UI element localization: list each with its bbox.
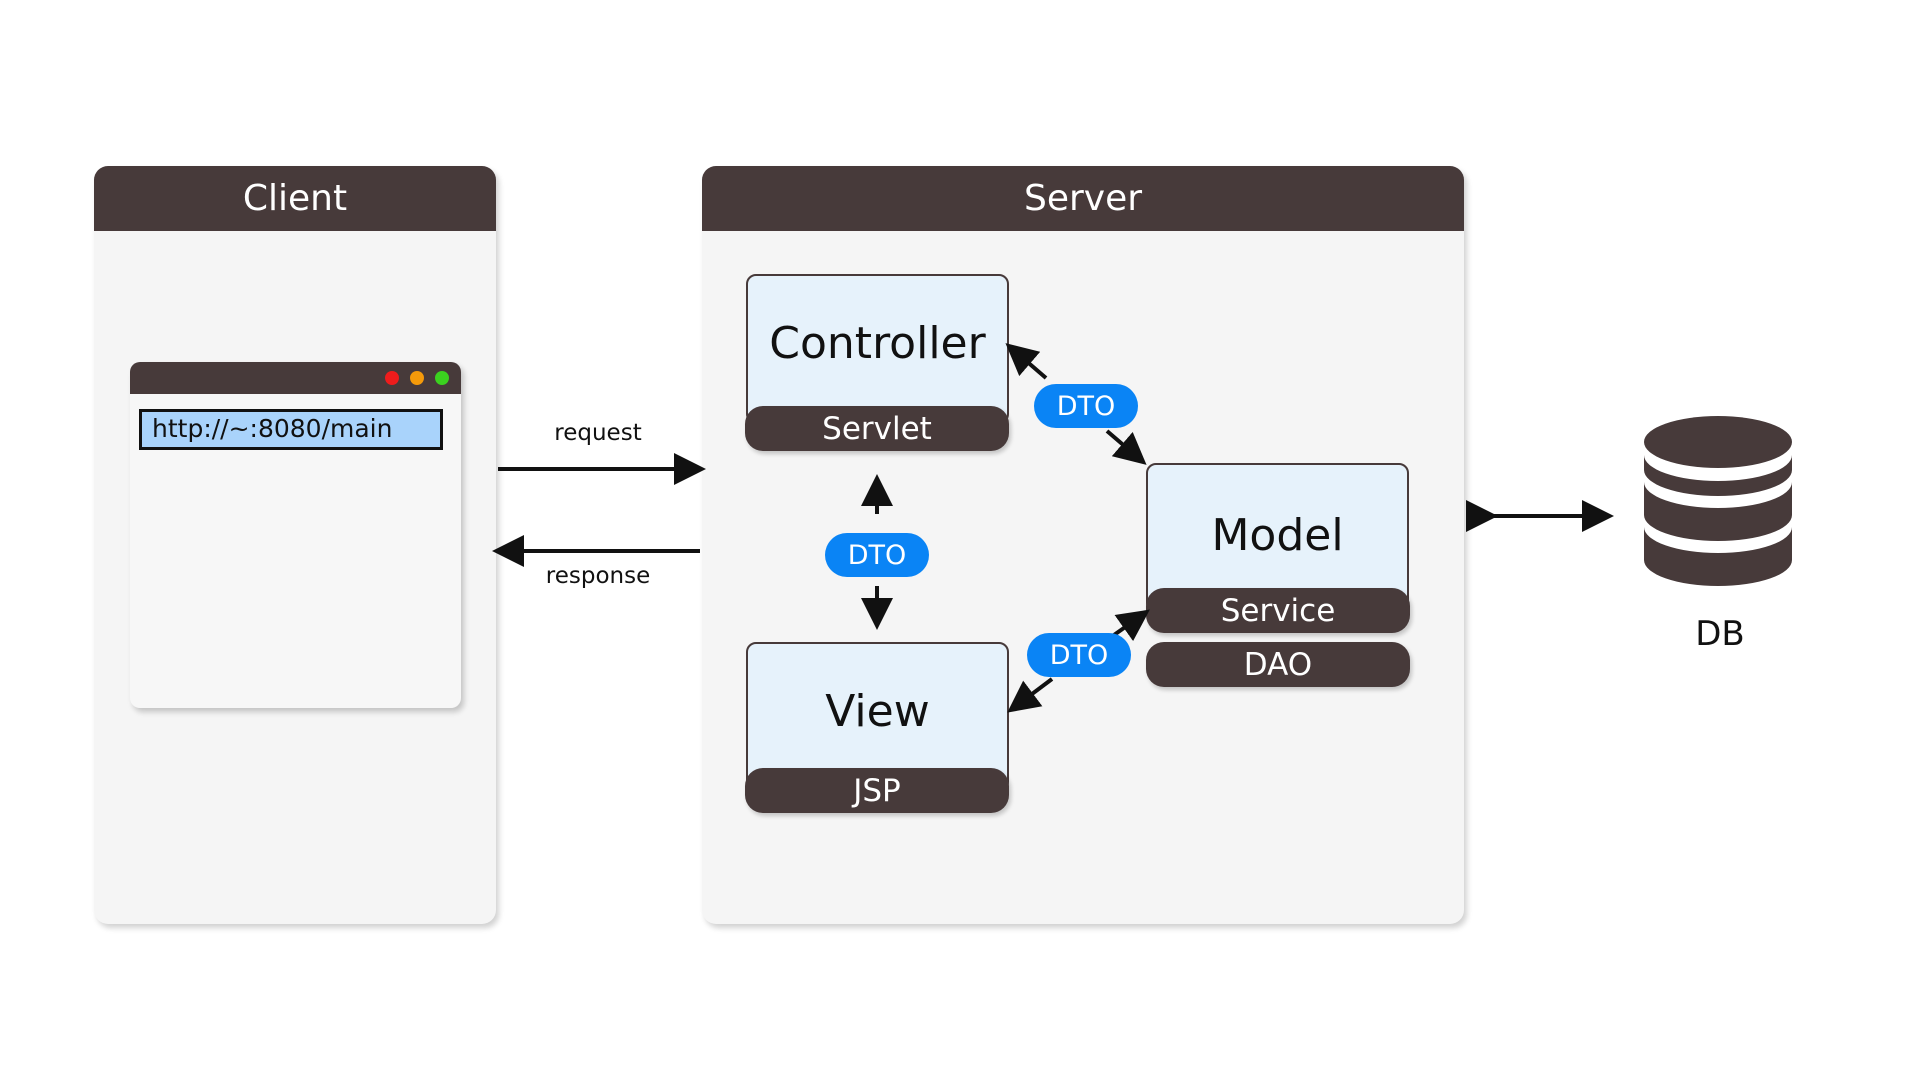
model-title: Model bbox=[1211, 510, 1344, 561]
client-header: Client bbox=[94, 166, 496, 231]
model-dto-arrow bbox=[1105, 429, 1147, 465]
browser-title-bar bbox=[130, 362, 461, 394]
view-box: View bbox=[746, 642, 1009, 792]
dto-badge-controller-model: DTO bbox=[1034, 384, 1138, 428]
servlet-label: Servlet bbox=[745, 406, 1009, 451]
browser-window: http://~:8080/main bbox=[130, 362, 461, 708]
controller-title: Controller bbox=[769, 318, 986, 369]
minimize-dot-icon bbox=[410, 371, 424, 385]
server-title: Server bbox=[1023, 178, 1143, 219]
controller-box: Controller bbox=[746, 274, 1009, 424]
address-bar: http://~:8080/main bbox=[139, 409, 443, 450]
close-dot-icon bbox=[385, 371, 399, 385]
view-dto-arrow bbox=[1007, 677, 1054, 713]
request-label: request bbox=[554, 420, 642, 446]
controller-dto-arrow bbox=[1005, 343, 1048, 380]
jsp-label: JSP bbox=[745, 768, 1009, 813]
server-header: Server bbox=[702, 166, 1464, 231]
database-icon bbox=[1644, 416, 1792, 586]
db-label: DB bbox=[1695, 614, 1745, 654]
client-title: Client bbox=[242, 178, 348, 219]
view-title: View bbox=[825, 686, 930, 737]
dao-label: DAO bbox=[1146, 642, 1410, 687]
model-view-dto-arrow bbox=[1112, 609, 1150, 642]
dto-badge-controller-view: DTO bbox=[825, 533, 929, 577]
service-label: Service bbox=[1146, 588, 1410, 633]
response-label: response bbox=[545, 563, 651, 589]
dto-badge-model-view: DTO bbox=[1027, 633, 1131, 677]
maximize-dot-icon bbox=[435, 371, 449, 385]
